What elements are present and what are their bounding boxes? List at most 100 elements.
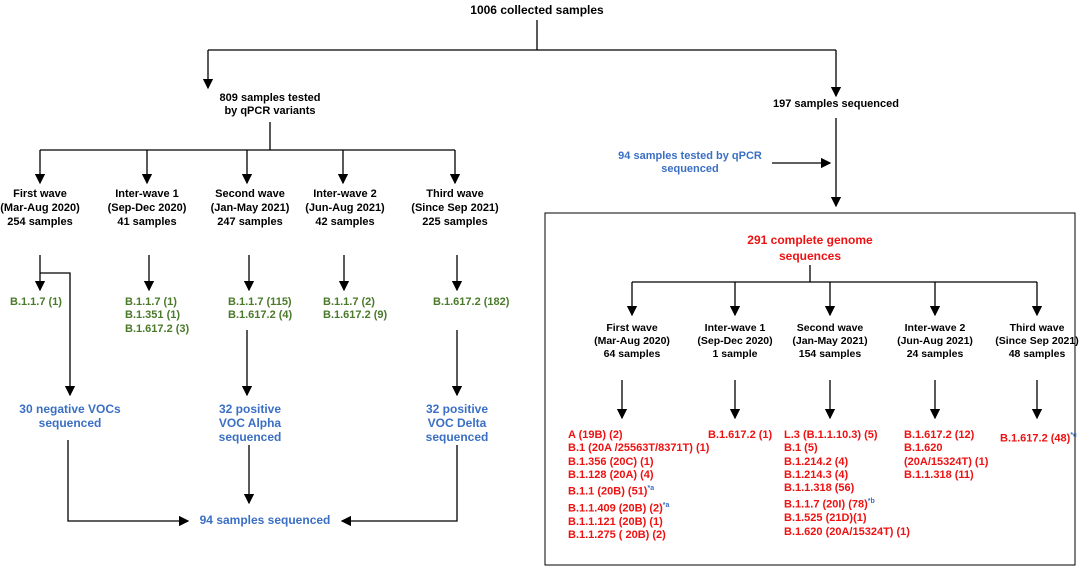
lineage-text: A (19B) (2) <box>568 429 623 441</box>
wave-label: Second wave(Jan-May 2021)154 samples <box>792 322 867 361</box>
wave-period: (Jun-Aug 2021) <box>305 202 385 214</box>
footnote-marker: *a <box>647 485 655 493</box>
wave-period: (Sep-Dec 2020) <box>697 335 773 347</box>
wave-name: Inter-wave 2 <box>313 188 377 200</box>
lineage-text: B.1.214.2 (4) <box>784 455 849 468</box>
lineage-text: B.1.617.2 (1) <box>708 429 773 441</box>
lineage-list: B.1.617.2 (48)*c <box>1000 429 1077 446</box>
lineage-text: B.1.1.318 (11) <box>904 468 974 481</box>
wave-count: 64 samples <box>603 348 661 360</box>
wave-label: First wave(Mar-Aug 2020)254 samples <box>0 187 79 229</box>
lineage-text: B.1.1.7 (20I) (78) <box>784 499 868 512</box>
variant-item: B.1.351 (1) <box>125 309 181 322</box>
wave-label: Inter-wave 1(Sep-Dec 2020)41 samples <box>108 187 187 229</box>
lineage-item: B.1.1.275 ( 20B) (2) <box>568 529 709 542</box>
wave-label: Inter-wave 2(Jun-Aug 2021)24 samples <box>897 322 973 361</box>
lineage-text: B.1.1.409 (20B) (2) <box>568 502 663 515</box>
wave-name: Inter-wave 1 <box>115 188 179 200</box>
lineage-text: B.1.1.275 ( 20B) (2) <box>568 529 666 542</box>
lineage-item: B.1.1.409 (20B) (2)*a <box>568 499 709 516</box>
total-sequenced-node: 94 samples sequenced <box>199 513 331 527</box>
wave-label: Third wave(Since Sep 2021)225 samples <box>411 187 498 229</box>
wave-count: 254 samples <box>7 216 73 228</box>
lineage-item: (20A/15324T) (1) <box>904 456 988 469</box>
wave-count: 41 samples <box>117 216 177 228</box>
wave-period: (Mar-Aug 2020) <box>594 335 670 347</box>
wave-count: 48 samples <box>1008 348 1066 360</box>
lineage-item: B.1.214.2 (4) <box>784 456 910 469</box>
lineage-text: (20A/15324T) (1) <box>904 455 989 468</box>
lineage-list: B.1.617.2 (1) <box>708 429 772 442</box>
wave-label: Inter-wave 1(Sep-Dec 2020)1 sample <box>697 322 772 361</box>
variant-item: B.1.1.7 (115) <box>228 296 292 308</box>
lineage-list: B.1.617.2 (12)B.1.620(20A/15324T) (1)B.1… <box>904 429 988 482</box>
lineage-item: B.1.356 (20C) (1) <box>568 456 709 469</box>
lineage-text: B.1.525 (21D)(1) <box>784 512 867 525</box>
sequenced-node: 197 samples sequenced <box>773 98 899 110</box>
root-node: 1006 collected samples <box>470 3 604 17</box>
wave-label: Second wave(Jan-May 2021)247 samples <box>211 187 290 229</box>
lineage-item: B.1.1 (20B) (51)*a <box>568 482 709 499</box>
qpcr-sequenced-line: sequenced <box>661 163 719 175</box>
variant-list: B.1.617.2 (182) <box>433 296 509 309</box>
lineage-text: B.1.617.2 (12) <box>904 429 975 441</box>
lineage-text: B.1.214.3 (4) <box>784 468 849 481</box>
lineage-item: B.1.128 (20A) (4) <box>568 469 709 482</box>
lineage-item: B.1.525 (21D)(1) <box>784 512 910 525</box>
footnote-marker: *a <box>662 502 670 510</box>
wave-name: Second wave <box>796 322 864 334</box>
wave-count: 1 sample <box>712 348 758 360</box>
variant-item: B.1.617.2 (182) <box>433 296 510 308</box>
variant-list: B.1.1.7 (1) <box>10 296 62 309</box>
node-line: sequenced <box>218 430 282 444</box>
variant-list: B.1.1.7 (2)B.1.617.2 (9) <box>323 296 387 323</box>
node-line: VOC Alpha <box>218 416 282 430</box>
wave-name: Third wave <box>426 188 484 200</box>
wave-label: First wave(Mar-Aug 2020)64 samples <box>594 322 670 361</box>
lineage-item: L.3 (B.1.1.10.3) (5) <box>784 429 910 442</box>
lineage-text: B.1 (20A /25563T/8371T) (1) <box>568 442 710 455</box>
lineage-text: B.1.617.2 (48) <box>1000 432 1071 445</box>
footnote-marker: *c <box>1070 432 1077 439</box>
lineage-item: B.1.617.2 (1) <box>708 429 772 442</box>
wave-count: 154 samples <box>798 348 862 360</box>
wave-period: (Since Sep 2021) <box>995 335 1079 347</box>
variant-item: B.1.617.2 (3) <box>125 322 190 335</box>
lineage-item: B.1.1.318 (11) <box>904 469 988 482</box>
node-line: sequenced <box>38 416 102 430</box>
wave-label: Inter-wave 2(Jun-Aug 2021)42 samples <box>305 187 384 229</box>
lineage-list: L.3 (B.1.1.10.3) (5)B.1 (5)B.1.214.2 (4)… <box>784 429 910 539</box>
qpcr-node-line: by qPCR variants <box>224 105 316 117</box>
lineage-text: B.1.620 (20A/15324T) (1) <box>784 525 910 538</box>
lineage-item: B.1.620 <box>904 442 988 455</box>
wave-name: Second wave <box>215 188 285 200</box>
wave-period: (Jan-May 2021) <box>792 335 868 347</box>
lineage-text: L.3 (B.1.1.10.3) (5) <box>784 429 878 441</box>
variant-list: B.1.1.7 (1)B.1.351 (1)B.1.617.2 (3) <box>125 296 189 336</box>
lineage-text: B.1.1.121 (20B) (1) <box>568 516 663 529</box>
node-line: sequences <box>778 249 842 263</box>
variant-item: B.1.1.7 (1) <box>125 296 177 308</box>
lineage-text: B.1.620 <box>904 442 943 455</box>
wave-label: Third wave(Since Sep 2021)48 samples <box>995 322 1078 361</box>
node-line: 291 complete genome <box>747 233 873 247</box>
lineage-item: B.1.1.318 (56) <box>784 482 910 495</box>
wave-period: (Jun-Aug 2021) <box>897 335 973 347</box>
variant-item: B.1.617.2 (4) <box>228 309 293 322</box>
node-line: VOC Delta <box>427 416 487 430</box>
lineage-list: A (19B) (2)B.1 (20A /25563T/8371T) (1)B.… <box>568 429 709 543</box>
wave-name: First wave <box>606 322 658 334</box>
variant-list: B.1.1.7 (115)B.1.617.2 (4) <box>228 296 292 323</box>
wave-period: (Since Sep 2021) <box>411 202 499 214</box>
node-line: 30 negative VOCs <box>19 402 121 416</box>
lineage-text: B.1.1 (20B) (51) <box>568 485 648 498</box>
variant-item: B.1.1.7 (1) <box>10 296 62 308</box>
lineage-text: B.1.356 (20C) (1) <box>568 455 654 468</box>
